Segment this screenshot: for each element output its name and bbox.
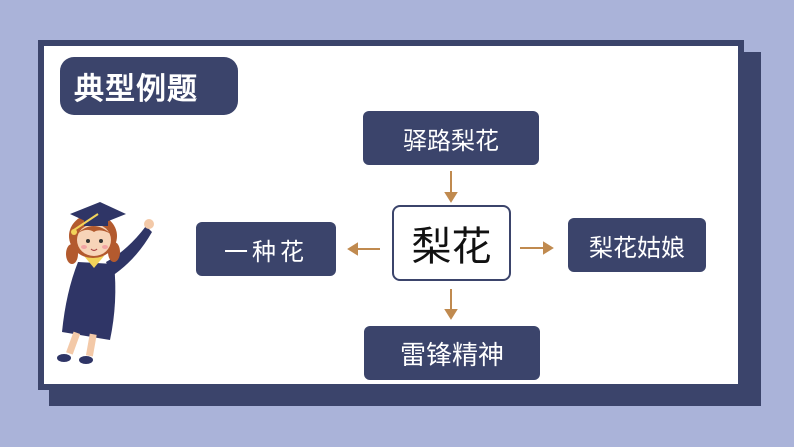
node-top[interactable]: 驿路梨花 [363, 111, 539, 165]
node-left[interactable]: 一种花 [196, 222, 336, 276]
arrow-bottom-head [444, 309, 458, 320]
graduate-girl-illustration [57, 202, 154, 364]
page-title: 典型例题 [60, 57, 238, 115]
arrow-top-head [444, 192, 458, 203]
node-bottom[interactable]: 雷锋精神 [364, 326, 540, 380]
arrow-left-head [347, 242, 358, 256]
node-right[interactable]: 梨花姑娘 [568, 218, 706, 272]
arrow-right-head [543, 241, 554, 255]
center-node[interactable]: 梨花 [392, 205, 511, 281]
